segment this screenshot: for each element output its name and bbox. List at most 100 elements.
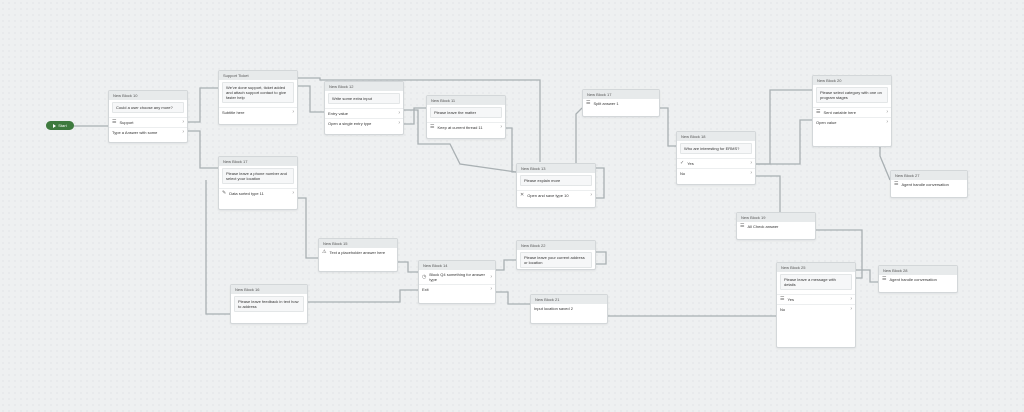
block-title: New Block 15 [319,239,397,248]
block-title: New Block 27 [891,171,967,180]
chevron-right-icon: › [750,160,752,166]
option-label: Subtitle here [222,110,245,115]
play-icon [53,123,57,128]
chevron-right-icon: › [490,286,492,292]
flow-block[interactable]: New Block 17 ☰Split answer 1 [582,89,660,117]
block-option[interactable]: ☰Sent variable here› [813,107,891,117]
flow-block[interactable]: New Block 11 Please leave the matter ☰Ke… [426,95,506,139]
block-message: Please leave your current address or loc… [520,252,592,268]
block-title: New Block 14 [419,261,495,270]
option-label: Input location saved 2 [534,306,573,311]
clock-icon: ◷ [422,273,427,280]
block-option[interactable]: Entry value› [325,108,403,118]
block-option[interactable]: Type a Answer with some › [109,127,187,137]
flow-block[interactable]: Support Ticket We've done support, ticke… [218,70,298,125]
block-option[interactable]: No› [677,168,755,178]
block-title: New Block 20 [813,76,891,85]
close-icon: ✕ [520,192,525,198]
edit-icon: ✎ [222,190,227,196]
block-message: Please explain more [520,175,592,186]
block-option[interactable]: ✎Data sorted type 11› [219,188,297,198]
block-option[interactable]: ✕Open and save type 10 › [517,190,595,200]
flow-block[interactable]: New Block 27 ☰Agent handle conversation [890,170,968,198]
flow-block[interactable]: New Block 14 ◷Block Q4 something for ans… [418,260,496,304]
flow-block[interactable]: New Block 12 Write some extra input Entr… [324,81,404,135]
block-title: New Block 18 [677,132,755,141]
flow-block[interactable]: New Block 28 ☰Agent handle conversation [878,265,958,293]
option-label: Yes [687,161,694,166]
list-icon: ☰ [586,100,591,106]
option-label: Open and save type 10 [527,193,569,198]
block-title: Support Ticket [219,71,297,80]
block-option[interactable]: ☰Support› [109,117,187,127]
list-icon: ☰ [780,296,785,302]
block-option[interactable]: Exit › [419,284,495,294]
block-title: New Block 22 [517,241,595,250]
list-icon: ☰ [882,276,887,282]
block-message: We've done support, ticket added and att… [222,82,294,103]
list-icon: ☰ [740,223,745,229]
block-option[interactable]: Subtitle here› [219,107,297,117]
block-option[interactable]: Open a single entry type› [325,118,403,128]
option-label: Yes [787,297,795,302]
warning-icon: ⚠ [322,249,327,255]
option-label: Type a Answer with some [112,130,158,135]
block-option[interactable]: ✓Yes › [677,158,755,168]
flow-block[interactable]: New Block 21 Input location saved 2 [530,294,608,324]
chevron-right-icon: › [500,124,502,130]
block-message: Please leave feedback in text how to add… [234,296,304,312]
option-label: Exit [422,287,429,292]
block-option[interactable]: ☰Split answer 1 [583,99,659,108]
block-message: Please select category with one on progr… [816,87,888,103]
block-title: New Block 13 [517,164,595,173]
chevron-right-icon: › [292,190,294,196]
option-label: Support [119,120,134,125]
start-label: Start [58,123,67,128]
block-option[interactable]: ☰Yes › [777,294,855,304]
block-option[interactable]: ☰Agent handle conversation [879,275,957,284]
block-title: New Block 11 [427,96,505,105]
block-title: New Block 10 [109,91,187,100]
block-title: New Block 17 [219,157,297,166]
option-label: Text a placeholder answer here [329,250,386,255]
list-icon: ☰ [112,119,117,125]
block-option[interactable]: ☰Agent handle conversation [891,180,967,189]
block-title: New Block 12 [325,82,403,91]
list-icon: ☰ [816,109,821,115]
flow-block[interactable]: New Block 15 ⚠Text a placeholder answer … [318,238,398,272]
block-option[interactable]: ◷Block Q4 something for answer type› [419,270,495,284]
option-label: Entry value [328,111,349,116]
chevron-right-icon: › [590,192,592,198]
chevron-right-icon: › [182,129,184,135]
start-node[interactable]: Start [46,121,74,130]
option-label: Agent handle conversation [889,277,937,282]
block-option[interactable]: Open value › [813,117,891,127]
flow-block[interactable]: New Block 10 Could a user choose any mor… [108,90,188,143]
block-option[interactable]: Input location saved 2 [531,304,607,313]
block-message: Please leave a message with details [780,274,852,290]
option-label: Open value [816,120,837,125]
chevron-right-icon: › [850,296,852,302]
block-title: New Block 25 [777,263,855,272]
flow-block[interactable]: New Block 25 Please leave a message with… [776,262,856,348]
chevron-right-icon: › [886,119,888,125]
flow-block[interactable]: New Block 18 Who are interesting for ERM… [676,131,756,185]
flow-block[interactable]: New Block 19 ☰All Check answer [736,212,816,240]
flow-block[interactable]: New Block 16 Please leave feedback in te… [230,284,308,324]
flow-block[interactable]: New Block 13 Please explain more ✕Open a… [516,163,596,208]
flow-block[interactable]: New Block 22 Please leave your current a… [516,240,596,270]
block-option[interactable]: ☰All Check answer [737,222,815,231]
block-option[interactable]: ⚠Text a placeholder answer here [319,248,397,257]
block-message: Please leave a phone number and select y… [222,168,294,184]
block-title: New Block 17 [583,90,659,99]
flow-block[interactable]: New Block 20 Please select category with… [812,75,892,147]
check-icon: ✓ [680,160,685,166]
option-label: No [780,307,786,312]
option-label: Keep at current thread 11 [437,125,483,130]
block-option[interactable]: ☰Keep at current thread 11› [427,122,505,132]
flow-block[interactable]: New Block 17 Please leave a phone number… [218,156,298,210]
option-label: Open a single entry type [328,121,372,126]
block-option[interactable]: No› [777,304,855,314]
chevron-right-icon: › [750,170,752,176]
